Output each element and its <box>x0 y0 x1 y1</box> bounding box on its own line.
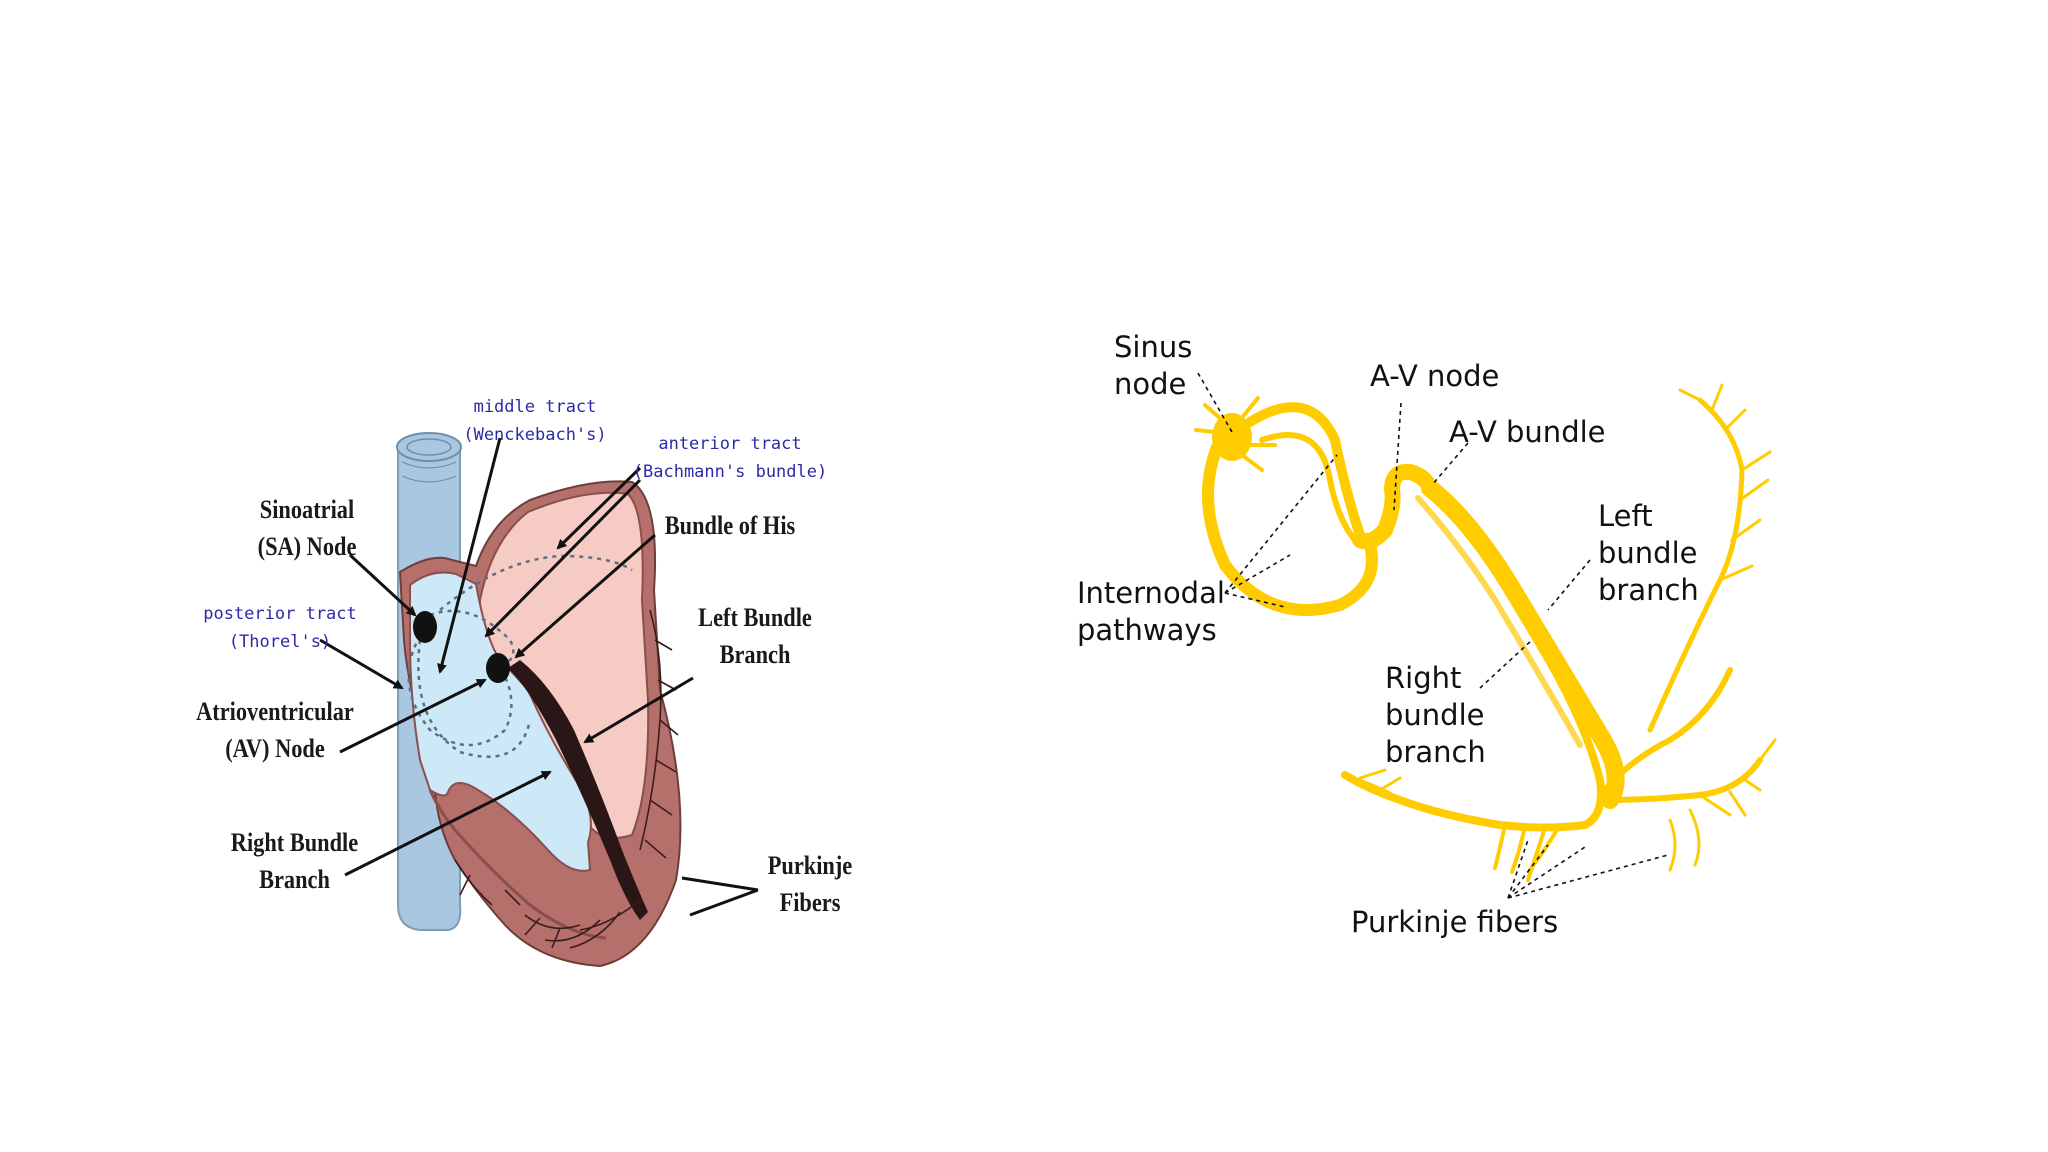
label-left-bundle-branch-right: Left bundle branch <box>1598 498 1699 609</box>
label-right-bundle-right-line2: bundle <box>1385 698 1485 732</box>
label-bundle-of-his-text: Bundle of His <box>664 511 796 540</box>
right-leader-lines <box>1197 372 1669 899</box>
label-left-bundle-right-line1: Left <box>1598 499 1653 533</box>
label-anterior-tract-line2: (Bachmann's bundle) <box>632 462 828 482</box>
septal-bundle <box>508 660 648 920</box>
label-sinus-node-line1: Sinus <box>1114 330 1193 364</box>
label-atrioventricular-node: Atrioventricular (AV) Node <box>193 693 356 767</box>
label-right-bundle-line1: Right Bundle <box>230 828 359 857</box>
label-internodal-line2: pathways <box>1077 613 1217 647</box>
label-right-bundle-right-line1: Right <box>1385 661 1462 695</box>
label-purkinje-left-line1: Purkinje <box>767 851 853 880</box>
label-right-bundle-right-line3: branch <box>1385 735 1486 769</box>
label-left-bundle-right-line3: branch <box>1598 573 1699 607</box>
label-internodal-line1: Internodal <box>1077 576 1225 610</box>
label-sinus-node-line2: node <box>1114 367 1187 401</box>
label-middle-tract-line2: (Wenckebach's) <box>463 425 607 445</box>
label-av-node-line1: Atrioventricular <box>196 697 354 726</box>
label-sinus-node: Sinus node <box>1114 329 1192 403</box>
label-middle-tract-line1: middle tract <box>473 397 597 417</box>
right-atrium <box>409 571 592 872</box>
label-av-bundle: A-V bundle <box>1449 414 1606 451</box>
label-bundle-of-his: Bundle of His <box>657 507 803 544</box>
label-left-bundle-line1: Left Bundle <box>698 603 812 632</box>
label-right-bundle-branch: Right Bundle Branch <box>224 824 366 898</box>
yellow-conduction-tree <box>1194 383 1777 882</box>
label-av-node-right-text: A-V node <box>1370 359 1500 393</box>
label-av-node-right: A-V node <box>1370 358 1499 395</box>
label-left-bundle-right-line2: bundle <box>1598 536 1698 570</box>
label-av-node-line2: (AV) Node <box>225 734 325 763</box>
label-left-bundle-line2: Branch <box>719 640 791 669</box>
label-purkinje-right-text: Purkinje fibers <box>1351 905 1559 939</box>
label-anterior-tract: anterior tract (Bachmann's bundle) <box>630 430 830 486</box>
label-posterior-tract-line1: posterior tract <box>203 604 357 624</box>
purkinje-network <box>454 609 679 949</box>
label-posterior-tract: posterior tract (Thorel's) <box>195 600 365 656</box>
label-anterior-tract-line1: anterior tract <box>658 434 802 454</box>
label-av-bundle-text: A-V bundle <box>1449 415 1606 449</box>
label-sa-node-line2: (SA) Node <box>257 532 357 561</box>
label-right-bundle-line2: Branch <box>259 865 330 894</box>
left-leader-arrows <box>319 437 759 917</box>
label-sinoatrial-node: Sinoatrial (SA) Node <box>243 491 372 565</box>
sa-node-shape <box>413 611 437 643</box>
label-left-bundle-branch: Left Bundle Branch <box>686 599 824 673</box>
label-middle-tract: middle tract (Wenckebach's) <box>455 393 615 449</box>
label-posterior-tract-line2: (Thorel's) <box>228 632 332 652</box>
label-purkinje-fibers-left: Purkinje Fibers <box>758 847 861 921</box>
av-node-shape <box>486 653 510 683</box>
internodal-tracts <box>407 554 633 759</box>
label-internodal-pathways: Internodal pathways <box>1077 575 1225 649</box>
label-purkinje-fibers-right: Purkinje fibers <box>1351 904 1558 941</box>
label-right-bundle-branch-right: Right bundle branch <box>1385 660 1486 771</box>
label-sa-node-line1: Sinoatrial <box>259 495 355 524</box>
label-purkinje-left-line2: Fibers <box>779 888 841 917</box>
